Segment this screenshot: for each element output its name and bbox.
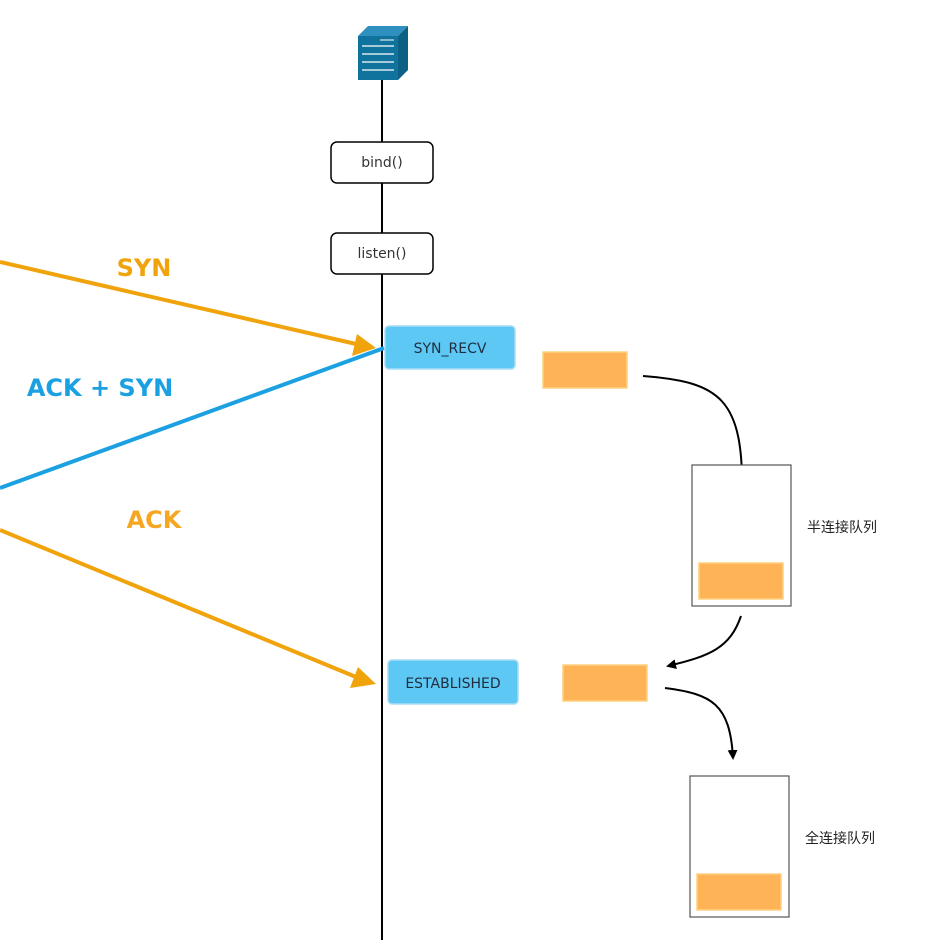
syn-recv-state: SYN_RECV [384,325,516,370]
half-queue-label: 半连接队列 [807,519,877,536]
from-half-queue-arrow [666,615,742,670]
syn-message-label: SYN [117,254,172,282]
ack-syn-arrow [0,346,385,490]
full-connection-item [562,664,648,702]
half-connection-queue [691,464,792,607]
syn-arrow [0,260,376,356]
ack-syn-message-label: ACK + SYN [27,374,173,402]
ack-arrow [0,528,376,688]
to-full-queue-arrow [664,687,738,760]
syn-recv-label: SYN_RECV [414,341,487,357]
full-connection-queue [689,775,790,918]
bind-label: bind() [361,155,402,171]
full-queue-label: 全连接队列 [805,830,875,847]
listen-step: listen() [330,232,434,275]
half-queue-item [698,562,784,600]
to-half-queue-arrow [642,375,748,498]
listen-label: listen() [358,246,407,262]
bind-step: bind() [330,141,434,184]
server-icon [358,26,408,80]
half-connection-item [542,351,628,389]
established-label: ESTABLISHED [405,676,500,692]
full-queue-item [696,873,782,911]
established-state: ESTABLISHED [387,659,519,705]
ack-message-label: ACK [127,506,183,534]
